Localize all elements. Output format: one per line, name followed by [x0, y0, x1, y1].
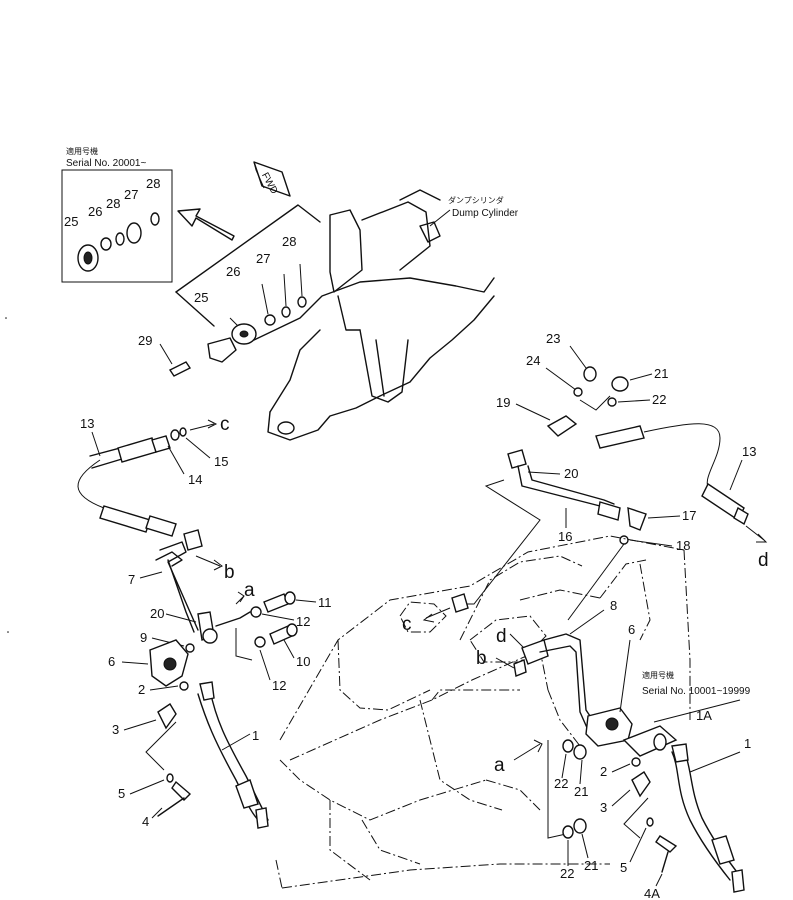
callout-center-21b: 21 — [584, 858, 598, 873]
connector-b-center: b — [476, 648, 487, 669]
inset-arrow — [177, 208, 235, 241]
right-lower-parts: 2 3 5 4A 1 — [600, 736, 751, 900]
connector-b-left: b — [224, 562, 235, 583]
right-top-assembly: 23 24 21 22 19 13 d 20 16 17 1 — [496, 331, 769, 571]
connector-c-center: c — [402, 614, 412, 635]
callout-inset-27: 27 — [124, 187, 138, 202]
callout-left-13: 13 — [80, 416, 94, 431]
callout-left-11: 11 — [318, 595, 332, 610]
callout-center-3: 3 — [600, 800, 607, 815]
callout-right-13: 13 — [742, 444, 756, 459]
callout-center-5: 5 — [620, 860, 627, 875]
callout-left-15: 15 — [214, 454, 228, 469]
callout-center-22a: 22 — [554, 776, 568, 791]
callout-center-6: 6 — [628, 622, 635, 637]
callout-center-8: 8 — [610, 598, 617, 613]
callout-right-20: 20 — [564, 466, 578, 481]
callout-left-12a: 12 — [296, 614, 310, 629]
callout-right-22: 22 — [652, 392, 666, 407]
callout-center-21a: 21 — [574, 784, 588, 799]
connector-a-left: a — [244, 580, 255, 601]
callout-inset-28b: 28 — [146, 176, 160, 191]
callout-upper-29: 29 — [138, 333, 152, 348]
left-hose-13: c 13 14 15 — [77, 414, 230, 537]
inset-frame — [61, 169, 173, 283]
callout-inset-28: 28 — [106, 196, 120, 211]
inset-part-28 — [115, 232, 125, 246]
callout-upper-28: 28 — [282, 234, 296, 249]
callout-inset-26: 26 — [88, 204, 102, 219]
callout-right-16: 16 — [558, 529, 572, 544]
left-valve-6: 6 2 3 5 4 1 — [108, 639, 269, 829]
callout-left-7: 7 — [128, 572, 135, 587]
callout-right-24: 24 — [526, 353, 540, 368]
inset-applicable-label: 適用号機 — [66, 146, 98, 156]
connector-d-right: d — [758, 550, 769, 571]
callout-center-1: 1 — [744, 736, 751, 751]
callout-upper-26: 26 — [226, 264, 240, 279]
inset-part-27 — [126, 222, 142, 244]
connector-c-left: c — [220, 414, 230, 435]
connector-a-center: a — [494, 755, 505, 776]
center-nuts: 22 21 22 21 — [547, 739, 598, 881]
callout-right-19: 19 — [496, 395, 510, 410]
callout-center-2: 2 — [600, 764, 607, 779]
center-applicable-label: 適用号機 — [642, 670, 674, 680]
callout-left-6: 6 — [108, 654, 115, 669]
boom-frame — [175, 189, 495, 441]
center-tube-8: 8 6 適用号機 Serial No. 10001~19999 1A — [539, 598, 751, 757]
callout-left-20: 20 — [150, 606, 164, 621]
center-serial-label: Serial No. 10001~19999 — [642, 686, 751, 697]
upper-mount-parts: 25 26 27 28 29 — [138, 234, 307, 377]
inset-part-26 — [100, 237, 112, 251]
callout-left-4: 4 — [142, 814, 149, 829]
main-chassis — [275, 535, 691, 889]
callout-right-18: 18 — [676, 538, 690, 553]
center-routing: c d b a — [402, 479, 625, 776]
callout-right-17: 17 — [682, 508, 696, 523]
callout-left-12b: 12 — [272, 678, 286, 693]
callout-left-5: 5 — [118, 786, 125, 801]
callout-center-22b: 22 — [560, 866, 574, 881]
callout-left-3: 3 — [112, 722, 119, 737]
dump-cylinder-label: Dump Cylinder — [452, 208, 519, 219]
callout-upper-25: 25 — [194, 290, 208, 305]
left-tube-7: b 7 20 9 a 11 12 10 12 — [128, 529, 332, 693]
connector-d-center: d — [496, 626, 507, 647]
inset-part-28b — [150, 212, 160, 226]
callout-left-9: 9 — [140, 630, 147, 645]
callout-left-10: 10 — [296, 654, 310, 669]
dump-cylinder-jp: ダンプシリンダ — [448, 195, 504, 205]
callout-center-4A: 4A — [644, 886, 660, 900]
callout-right-23: 23 — [546, 331, 560, 346]
fwd-mark: FWD — [253, 161, 291, 197]
callout-left-14: 14 — [188, 472, 202, 487]
inset-box: 適用号機 Serial No. 20001~ 25 26 28 27 28 — [61, 146, 173, 283]
callout-left-1: 1 — [252, 728, 259, 743]
callout-center-1A: 1A — [696, 708, 712, 723]
callout-upper-27: 27 — [256, 251, 270, 266]
callout-inset-25: 25 — [64, 214, 78, 229]
callout-right-21: 21 — [654, 366, 668, 381]
callout-left-2: 2 — [138, 682, 145, 697]
inset-serial-label: Serial No. 20001~ — [66, 158, 146, 169]
